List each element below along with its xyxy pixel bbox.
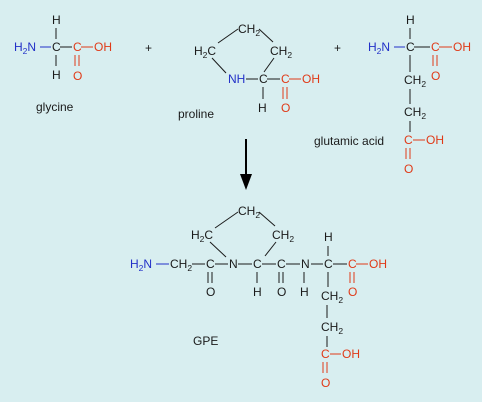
amide-carbon: C: [206, 257, 215, 271]
carbonyl-oxygen: O: [431, 69, 440, 83]
carbonyl-oxygen: O: [321, 376, 330, 390]
atom-h: H: [300, 285, 309, 299]
hydroxyl: OH: [302, 72, 320, 86]
side-chain-ch2: CH2: [404, 73, 426, 89]
carboxyl-carbon: C: [431, 40, 440, 54]
carboxyl-carbon: C: [281, 72, 290, 86]
hydroxyl: OH: [453, 40, 471, 54]
carbonyl-oxygen: O: [281, 101, 290, 115]
amide-oxygen: O: [206, 285, 215, 299]
proline-alpha-carbon: C: [253, 257, 262, 271]
amino-group: H2N: [14, 40, 36, 56]
ring-ch2: H2C: [194, 44, 216, 60]
ring-ch2: CH2: [270, 44, 292, 60]
hydroxyl: OH: [94, 40, 112, 54]
proline-structure: CH2 H2C CH2 NH C C OH H O proline: [178, 22, 320, 121]
amino-group: H2N: [368, 40, 390, 56]
gpe-structure: CH2 H2C CH2 H2N CH2 C O N C H C O N H C …: [130, 204, 387, 390]
atom-h: H: [324, 230, 333, 244]
glycine-label: glycine: [36, 100, 74, 114]
atom-h: H: [258, 101, 267, 115]
carbonyl-oxygen: O: [404, 162, 413, 176]
proline-label: proline: [178, 107, 214, 121]
alpha-carbon: C: [52, 40, 61, 54]
glutamate-alpha-carbon: C: [324, 257, 333, 271]
alpha-carbon: C: [259, 72, 268, 86]
side-chain-carboxyl-carbon: C: [404, 133, 413, 147]
gpe-label: GPE: [193, 334, 218, 348]
ring-nh: NH: [228, 72, 245, 86]
reaction-arrow: [240, 139, 252, 190]
side-chain-ch2: CH2: [404, 105, 426, 121]
ring-nitrogen: N: [229, 257, 238, 271]
carboxyl-carbon: C: [348, 257, 357, 271]
side-chain-carboxyl-carbon: C: [321, 347, 330, 361]
plus-sign: +: [145, 41, 152, 55]
glycine-ch2: CH2: [170, 257, 192, 273]
glycine-structure: H H2N C C OH H O glycine: [14, 13, 112, 114]
hydroxyl: OH: [369, 257, 387, 271]
ring-ch2: CH2: [238, 204, 260, 220]
carboxyl-carbon: C: [73, 40, 82, 54]
amino-group: H2N: [130, 257, 152, 273]
ring-ch2: H2C: [191, 228, 213, 244]
ring-ch2: CH2: [238, 22, 260, 38]
side-chain-ch2: CH2: [321, 289, 343, 305]
side-chain-ch2: CH2: [321, 320, 343, 336]
atom-h: H: [253, 285, 262, 299]
alpha-carbon: C: [406, 40, 415, 54]
glutamic-acid-structure: H H2N C C OH O CH2 CH2 C OH O glutamic a…: [314, 13, 471, 176]
amide-oxygen: O: [277, 285, 286, 299]
ring-ch2: CH2: [272, 228, 294, 244]
atom-h: H: [52, 68, 61, 82]
amide-nitrogen: N: [301, 257, 310, 271]
glutamic-acid-label: glutamic acid: [314, 134, 384, 148]
plus-sign: +: [334, 41, 341, 55]
carbonyl-oxygen: O: [73, 69, 82, 83]
atom-h: H: [406, 13, 415, 27]
hydroxyl: OH: [342, 347, 360, 361]
carbonyl-oxygen: O: [348, 285, 357, 299]
hydroxyl: OH: [426, 133, 444, 147]
amide-carbon: C: [277, 257, 286, 271]
atom-h: H: [52, 13, 61, 27]
